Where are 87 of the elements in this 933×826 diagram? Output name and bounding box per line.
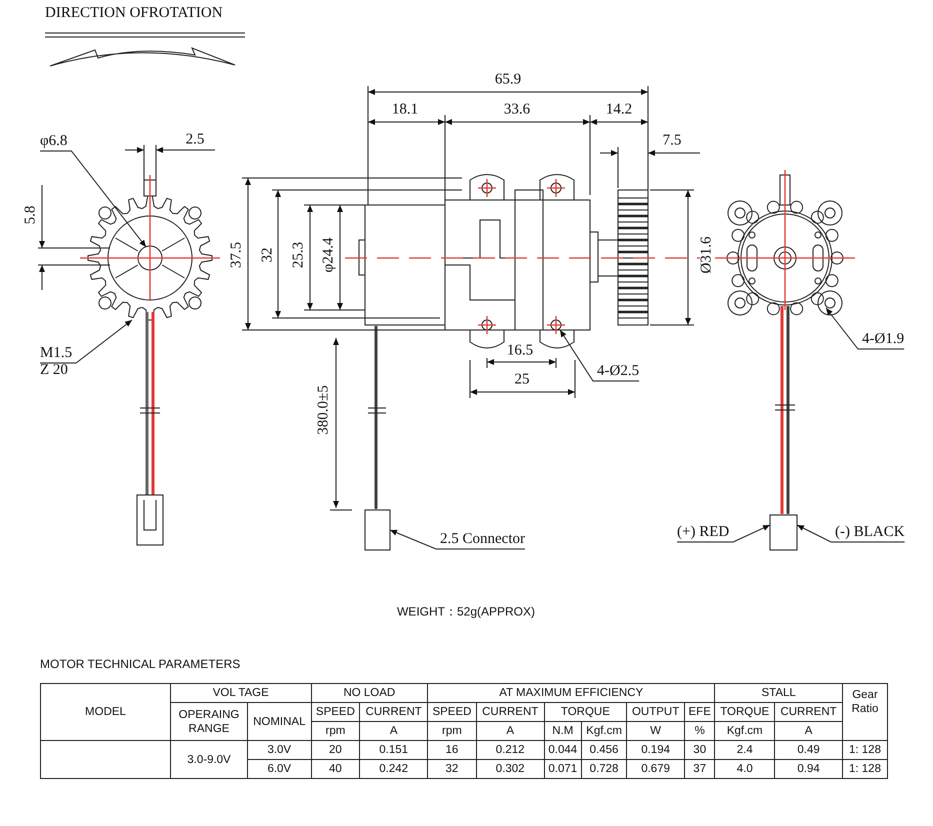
- table-header: Kgf.cm: [581, 722, 627, 740]
- dimension-label: 5.8: [22, 206, 40, 224]
- table-value: 0.071: [544, 760, 582, 778]
- leader-line: [560, 330, 640, 382]
- table-header: EFE: [684, 702, 715, 722]
- dimension-label: 32: [260, 248, 276, 262]
- table-value: 1: 128: [842, 760, 888, 778]
- table-header: %: [684, 722, 715, 740]
- dimension-label: 7.5: [662, 132, 682, 150]
- leader-line: [390, 530, 526, 550]
- table-header: OPERAING RANGE: [170, 702, 248, 740]
- table-value: 0.456: [581, 740, 627, 760]
- leader-line: [40, 320, 132, 364]
- leader-line: [40, 150, 146, 248]
- table-value: 30: [684, 740, 715, 760]
- dimension-label: 33.6: [504, 102, 530, 118]
- table-title: MOTOR TECHNICAL PARAMETERS: [40, 656, 240, 673]
- dimension-label: Ø31.6: [698, 236, 716, 274]
- table-header: VOL TAGE: [170, 684, 312, 702]
- diagram-heading: DIRECTION OFROTATION: [45, 5, 223, 22]
- dimension-label: 2.5: [186, 132, 204, 148]
- table-header: MODEL: [40, 684, 170, 740]
- table-value: 1: 128: [842, 740, 888, 760]
- callout-label: 4-Ø2.5: [597, 363, 640, 380]
- table-value: 2.4: [714, 740, 775, 760]
- callout-label: 2.5 Connector: [440, 531, 525, 548]
- callout-label: Z 20: [40, 362, 69, 379]
- connector-plug: [364, 510, 390, 550]
- table-value: 0.044: [544, 740, 582, 760]
- table-header: SPEED: [311, 702, 360, 722]
- dimension-label: 25.3: [290, 242, 308, 268]
- table-header: A: [360, 722, 428, 740]
- table-header: NOMINAL: [248, 702, 312, 740]
- table-header: OUTPUT: [626, 702, 685, 722]
- callout-label: M1.5: [40, 345, 72, 362]
- table-header: TORQUE: [714, 702, 775, 722]
- table-value: 0.212: [476, 740, 544, 760]
- leader-line: [676, 524, 770, 542]
- table-value: 40: [311, 760, 360, 778]
- dimension-label: 18.1: [392, 102, 418, 118]
- table-value: 0.94: [774, 760, 842, 778]
- table-value: 3.0V: [248, 740, 312, 760]
- table-value: 0.679: [626, 760, 685, 778]
- table-header: A: [476, 722, 544, 740]
- connector-plug: [770, 514, 798, 550]
- table-value: 37: [684, 760, 715, 778]
- table-value: 4.0: [714, 760, 775, 778]
- table-header: Gear Ratio: [842, 684, 888, 740]
- table-header: rpm: [428, 722, 476, 740]
- table-value: 0.194: [626, 740, 685, 760]
- dimension-label: 16.5: [506, 342, 534, 360]
- table-header: NO LOAD: [311, 684, 428, 702]
- motor-rear-drawing: [715, 170, 855, 316]
- table-value: 32: [428, 760, 476, 778]
- table-value: 0.302: [476, 760, 544, 778]
- table-header: N.M: [544, 722, 582, 740]
- dimension-label: 37.5: [228, 242, 246, 268]
- table-header: CURRENT: [360, 702, 428, 722]
- dimension-label: 380.0±5: [316, 385, 332, 435]
- dimension-label: 65.9: [494, 72, 522, 88]
- callout-label: (-) BLACK: [835, 524, 905, 541]
- table-header: rpm: [311, 722, 360, 740]
- table-value: 0.728: [581, 760, 627, 778]
- weight-note: WEIGHT：52g(APPROX): [396, 604, 536, 620]
- table-header: Kgf.cm: [714, 722, 775, 740]
- callout-label: φ6.8: [40, 133, 68, 150]
- table-header: TORQUE: [544, 702, 627, 722]
- table-header: SPEED: [428, 702, 476, 722]
- leader-line: [826, 308, 905, 350]
- callout-label: (+) RED: [677, 524, 730, 541]
- leader-line: [796, 524, 906, 542]
- table-header: W: [626, 722, 685, 740]
- callout-label: 4-Ø1.9: [862, 331, 904, 348]
- dimension-label: 14.2: [606, 102, 632, 118]
- table-header: CURRENT: [476, 702, 544, 722]
- table-header: AT MAXIMUM EFFICIENCY: [428, 684, 715, 702]
- dimension-label: φ24.4: [320, 238, 338, 272]
- table-value: 20: [311, 740, 360, 760]
- table-value: 0.242: [360, 760, 428, 778]
- table-value: 0.49: [774, 740, 842, 760]
- table-value: 3.0-9.0V: [170, 740, 248, 778]
- dimension-label: 25: [514, 372, 530, 388]
- table-header: STALL: [714, 684, 842, 702]
- table-value: 0.151: [360, 740, 428, 760]
- gear-drawing: [80, 175, 220, 320]
- table-value: 16: [428, 740, 476, 760]
- table-value: 6.0V: [248, 760, 312, 778]
